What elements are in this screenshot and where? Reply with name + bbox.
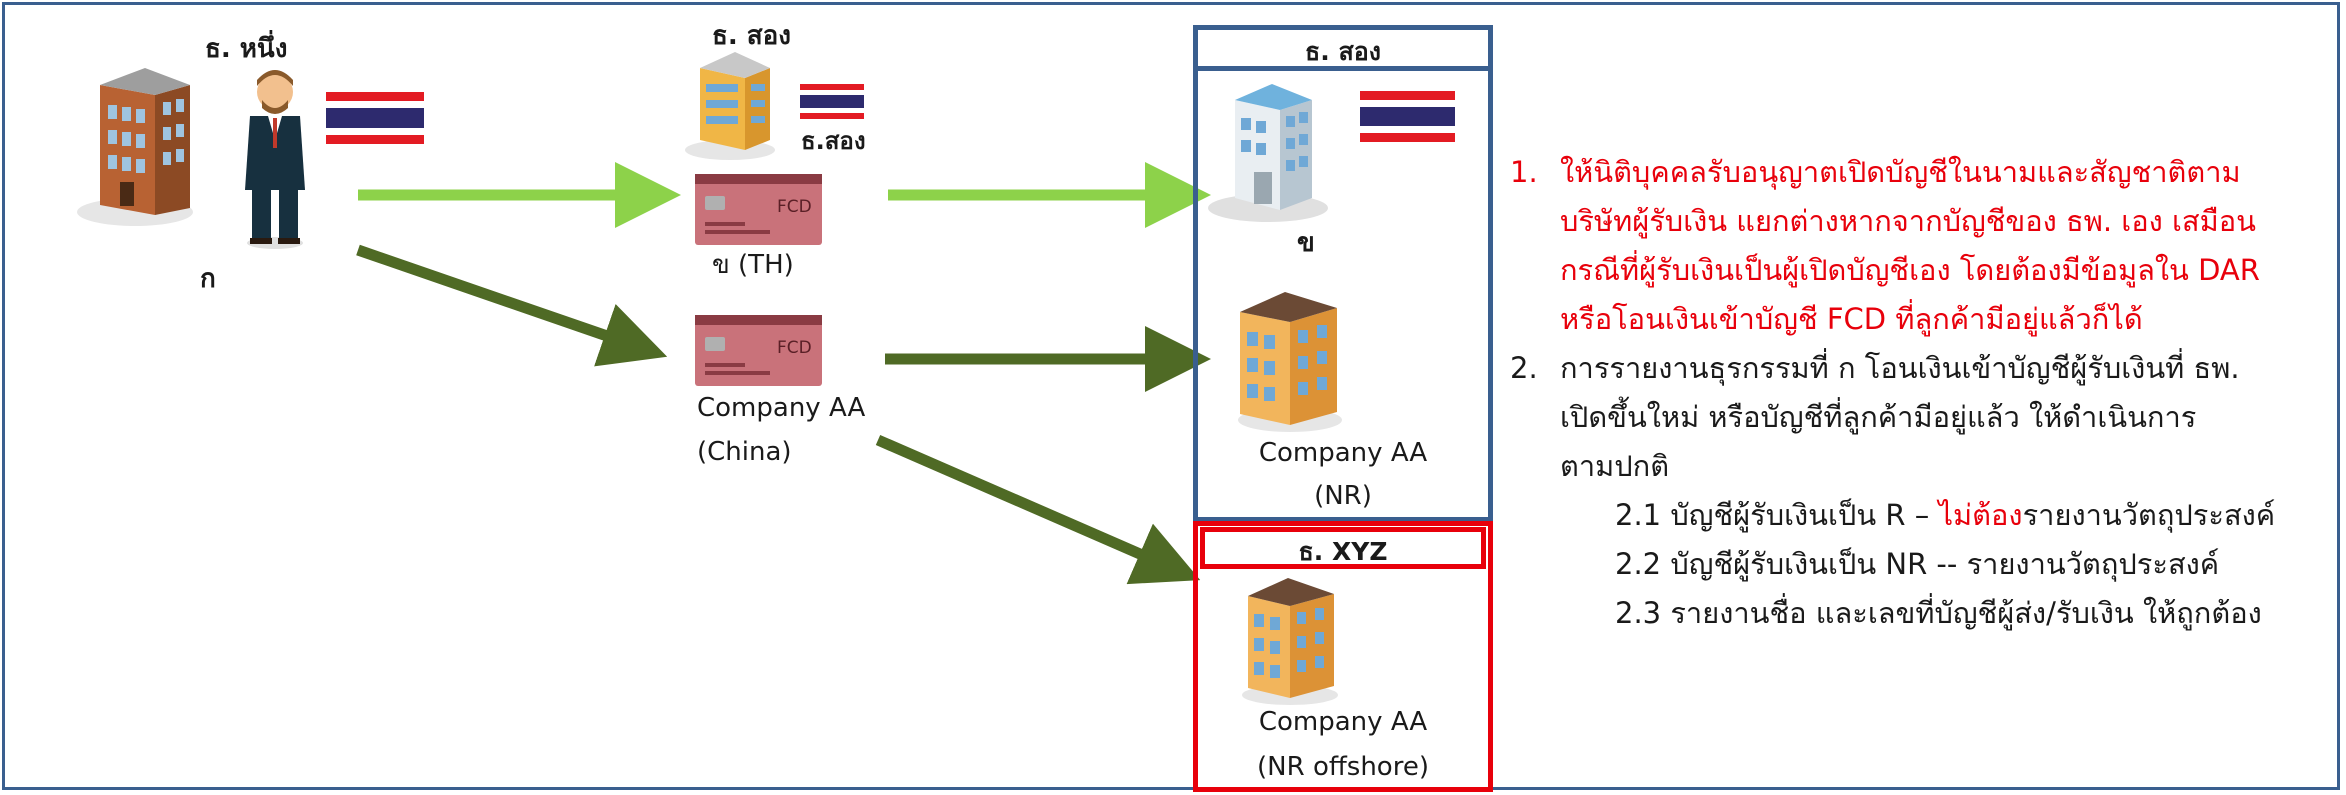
note-sub-2-2: 2.2 บัญชีผู้รับเงินเป็น NR -- รายงานวัตถ… — [1615, 547, 2220, 581]
note-item-1: 1. ให้นิติบุคคลรับอนุญาตเปิดบัญชีในนามแล… — [1510, 148, 2320, 344]
notes-panel: 1. ให้นิติบุคคลรับอนุญาตเปิดบัญชีในนามแล… — [1510, 148, 2320, 638]
note-sub-2-3: 2.3 รายงานชื่อ และเลขที่บัญชีผู้ส่ง/รับเ… — [1615, 596, 2262, 630]
bank-xyz-box — [1193, 521, 1493, 792]
card-company-line1: Company AA — [697, 393, 866, 423]
businessman-icon — [245, 70, 305, 249]
bank-xyz-box-header-text: ธ. XYZ — [1298, 537, 1388, 566]
note-item-2-line: การรายงานธุรกรรมที่ ก โอนเงินเข้าบัญชีผู… — [1560, 351, 2240, 385]
note-item-2-line: เปิดขึ้นใหม่ หรือบัญชีที่ลูกค้ามีอยู่แล้… — [1560, 400, 2197, 434]
card-fcd-label: FCD — [777, 197, 812, 217]
card-company-line2: (China) — [697, 437, 792, 467]
sender-person-label: ก — [200, 264, 216, 294]
payee-b-building-icon — [1208, 84, 1328, 222]
note-sub-2-1-suffix: รายงานวัตถุประสงค์ — [2022, 498, 2276, 532]
company-offshore-building-icon — [1242, 578, 1338, 705]
note-sub-2-1-prefix: 2.1 บัญชีผู้รับเงินเป็น R – — [1615, 498, 1939, 532]
note-item-2-text: การรายงานธุรกรรมที่ ก โอนเงินเข้าบัญชีผู… — [1560, 344, 2240, 491]
thai-flag-box-icon — [1360, 91, 1455, 142]
sender-bank-building-icon — [77, 68, 193, 226]
company-nr-line1: Company AA — [1258, 438, 1428, 468]
thai-flag-icon — [326, 92, 424, 144]
note-item-2-line: ตามปกติ — [1560, 449, 1670, 483]
note-sub-2-1-emphasis: ไม่ต้อง — [1938, 498, 2023, 532]
fcd-card-china-icon — [695, 315, 822, 386]
arrow-to-company-offshore — [875, 434, 1201, 585]
fcd-card-th-icon — [695, 174, 822, 245]
note-item-1-line: กรณีที่ผู้รับเงินเป็นผู้เปิดบัญชีเอง โดย… — [1560, 253, 2260, 287]
note-item-1-line: ให้นิติบุคคลรับอนุญาตเปิดบัญชีในนามและสั… — [1560, 155, 2241, 189]
company-nr-building-icon — [1238, 292, 1342, 432]
bank-two-box-header-text: ธ. สอง — [1305, 37, 1381, 66]
note-item-1-number: 1. — [1510, 155, 1538, 189]
bank-two-flag-label: ธ.สอง — [801, 127, 866, 155]
company-nr-line2: (NR) — [1314, 481, 1372, 511]
company-offshore-line1: Company AA — [1258, 707, 1428, 737]
note-item-2: 2. การรายงานธุรกรรมที่ ก โอนเงินเข้าบัญช… — [1510, 344, 2320, 491]
note-item-1-line: บริษัทผู้รับเงิน แยกต่างหากจากบัญชีของ ธ… — [1560, 204, 2256, 238]
note-item-1-line: หรือโอนเงินเข้าบัญชี FCD ที่ลูกค้ามีอยู่… — [1560, 302, 2143, 336]
sender-bank-label: ธ. หนึ่ง — [205, 34, 288, 64]
note-sub-2-1: 2.1 บัญชีผู้รับเงินเป็น R – ไม่ต้องรายงา… — [1510, 491, 2320, 540]
note-item-2-number: 2. — [1510, 351, 1538, 385]
payee-b-caption: ข — [1297, 228, 1315, 258]
company-offshore-line2: (NR offshore) — [1257, 752, 1429, 782]
note-item-1-text: ให้นิติบุคคลรับอนุญาตเปิดบัญชีในนามและสั… — [1560, 148, 2260, 344]
thai-flag-small-icon — [800, 84, 864, 119]
arrow-to-company-china — [356, 244, 668, 367]
bank-xyz-box-header — [1200, 527, 1486, 569]
card-th-caption: ข (TH) — [712, 250, 794, 280]
bank-two-box-header — [1193, 25, 1493, 71]
card2-fcd-label: FCD — [777, 338, 812, 358]
bank-two-building-icon — [685, 52, 775, 160]
bank-two-top-label: ธ. สอง — [712, 21, 791, 51]
